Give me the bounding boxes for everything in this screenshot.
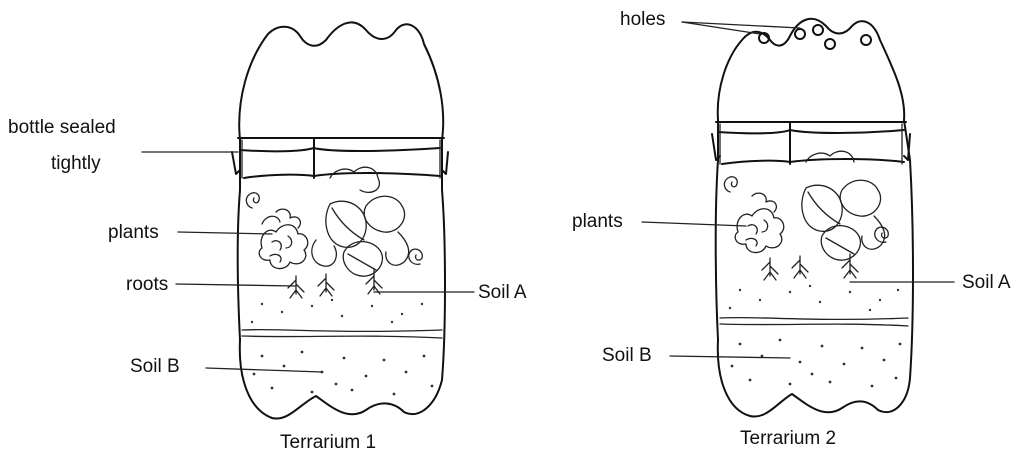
label-bottle-sealed: bottle sealed bbox=[8, 117, 116, 139]
label-plants-2: plants bbox=[572, 211, 623, 233]
label-roots: roots bbox=[126, 274, 168, 296]
label-tightly: tightly bbox=[51, 153, 101, 175]
terrarium-1-bottle bbox=[232, 22, 448, 418]
terrarium-1-leader-lines bbox=[142, 152, 474, 372]
terrarium-1-soil-dots bbox=[251, 299, 434, 396]
label-soil-a-1: Soil A bbox=[478, 282, 527, 304]
label-plants-1: plants bbox=[108, 222, 159, 244]
label-soil-b-2: Soil B bbox=[602, 345, 652, 367]
terrarium-2-soil-dots bbox=[729, 285, 902, 388]
label-holes: holes bbox=[620, 9, 665, 31]
label-soil-b-1: Soil B bbox=[130, 356, 180, 378]
terrarium-2-leader-lines bbox=[642, 22, 954, 358]
caption-terrarium-2: Terrarium 2 bbox=[740, 428, 836, 450]
caption-terrarium-1: Terrarium 1 bbox=[280, 432, 376, 454]
label-soil-a-2: Soil A bbox=[962, 272, 1011, 294]
